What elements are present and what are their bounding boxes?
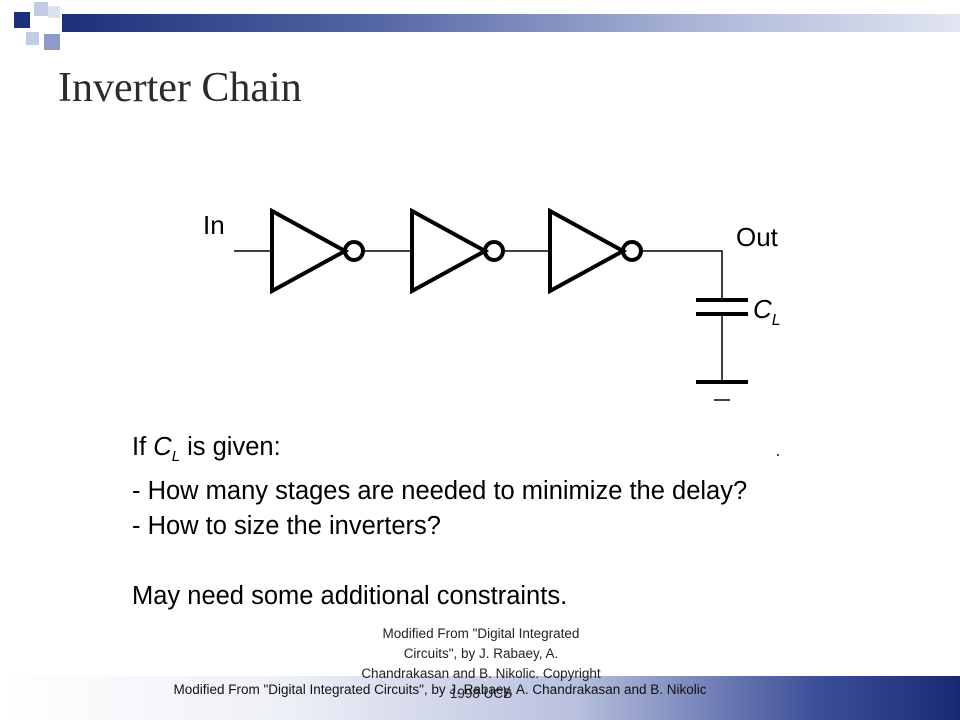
body-line-given-sub: L [171, 448, 181, 465]
footer-gradient-bar [0, 676, 960, 720]
page-title: Inverter Chain [58, 65, 302, 111]
capacitor-label-c: C [753, 294, 772, 324]
footer-credit-line-2: Circuits", by J. Rabaey, A. [403, 646, 559, 661]
footer-credit-line-4: 1998 UCB [449, 686, 513, 701]
body-line-sizing: - How to size the inverters? [132, 512, 441, 540]
body-line-given-suffix: is given: [180, 433, 281, 461]
body-line-given: If CL is given: [132, 430, 747, 474]
footer-credit-line-1: Modified From "Digital Integrated [382, 626, 580, 641]
inverter-2 [410, 207, 490, 295]
corner-square-light-1 [34, 2, 48, 16]
input-label: In [203, 210, 225, 240]
capacitor-label-subscript: L [772, 312, 781, 329]
stray-dot [777, 454, 779, 456]
inverter-3 [548, 207, 628, 295]
corner-square-mid [44, 34, 60, 50]
footer-credit-main: Modified From "Digital Integrated Circui… [173, 682, 707, 697]
body-text: If CL is given: - How many stages are ne… [132, 430, 747, 614]
inverter-1 [270, 207, 350, 295]
capacitor-label: CL [753, 294, 781, 329]
corner-square-light-3 [48, 6, 60, 18]
footer-credit-block: Modified From "Digital Integrated Circui… [330, 624, 632, 704]
body-spacer [132, 544, 747, 579]
body-line-given-prefix: If [132, 433, 154, 461]
corner-square-dark-1 [14, 12, 30, 28]
output-label: Out [736, 222, 779, 252]
corner-square-light-2 [26, 32, 39, 45]
body-line-stages: - How many stages are needed to minimize… [132, 477, 748, 505]
header-gradient-bar [62, 14, 960, 32]
footer-credit-line-3: Chandrakasan and B. Nikolic. Copyright [361, 666, 601, 681]
body-line-given-var: C [153, 433, 172, 461]
output-wire [641, 250, 723, 300]
body-line-constraints: May need some additional constraints. [132, 582, 568, 610]
